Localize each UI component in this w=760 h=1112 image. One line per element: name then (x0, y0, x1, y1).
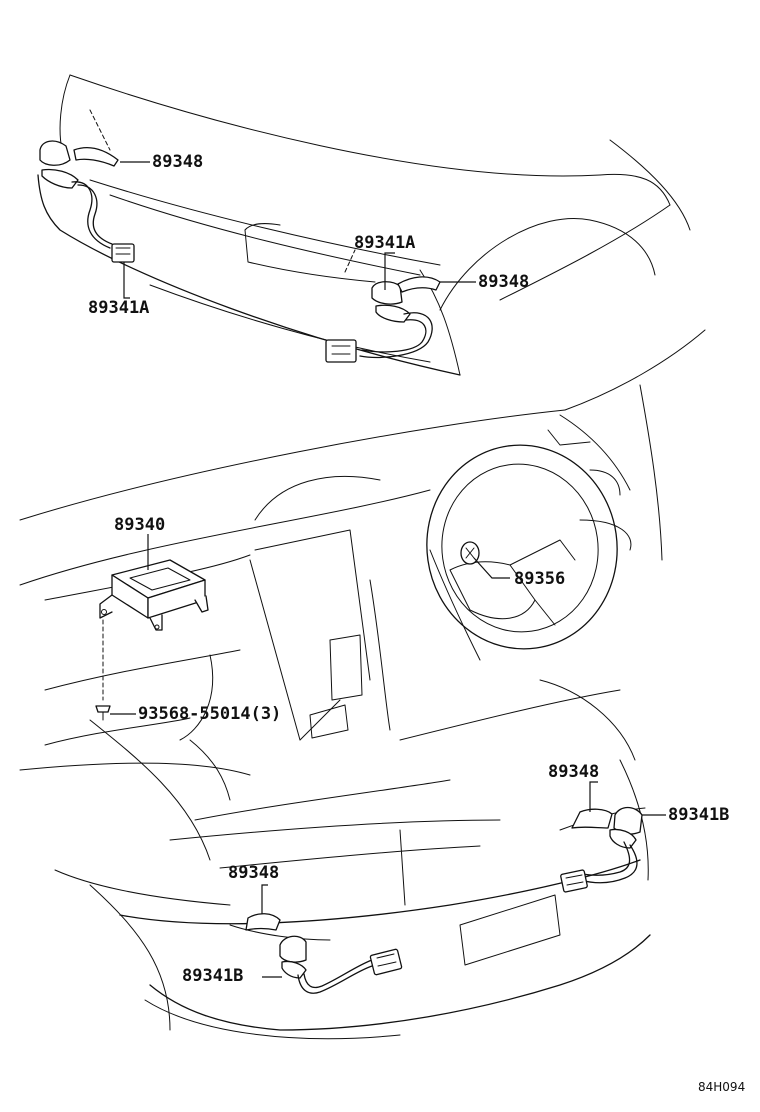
part-label-rear-clip-left: 89348 (228, 863, 280, 883)
part-label-rear-sensor-left: 89341B (182, 966, 244, 986)
part-label-ecu: 89340 (114, 515, 166, 535)
leader-steering-switch (473, 557, 510, 579)
part-label-rear-sensor-right: 89341B (668, 805, 730, 825)
leader-rear-clip-right (589, 781, 598, 812)
leader-front-sensor-center (384, 252, 395, 290)
part-label-front-sensor-left: 89341A (88, 298, 150, 318)
part-label-front-sensor-center: 89341A (354, 233, 416, 253)
front-bumper-illustration (37, 74, 691, 376)
leader-rear-clip-left (261, 884, 268, 914)
part-label-steering-switch: 89356 (514, 569, 566, 589)
dashboard-illustration (19, 329, 706, 801)
part-label-front-clip-right: 89348 (478, 272, 530, 292)
leader-front-sensor-left (123, 262, 130, 299)
rear-bumper-illustration (54, 679, 651, 1040)
part-label-screw: 93568-55014(3) (138, 704, 282, 724)
figure-code: 84H094 (698, 1080, 746, 1094)
part-label-rear-clip-right: 89348 (548, 762, 600, 782)
part-label-front-clip-left: 89348 (152, 152, 204, 172)
